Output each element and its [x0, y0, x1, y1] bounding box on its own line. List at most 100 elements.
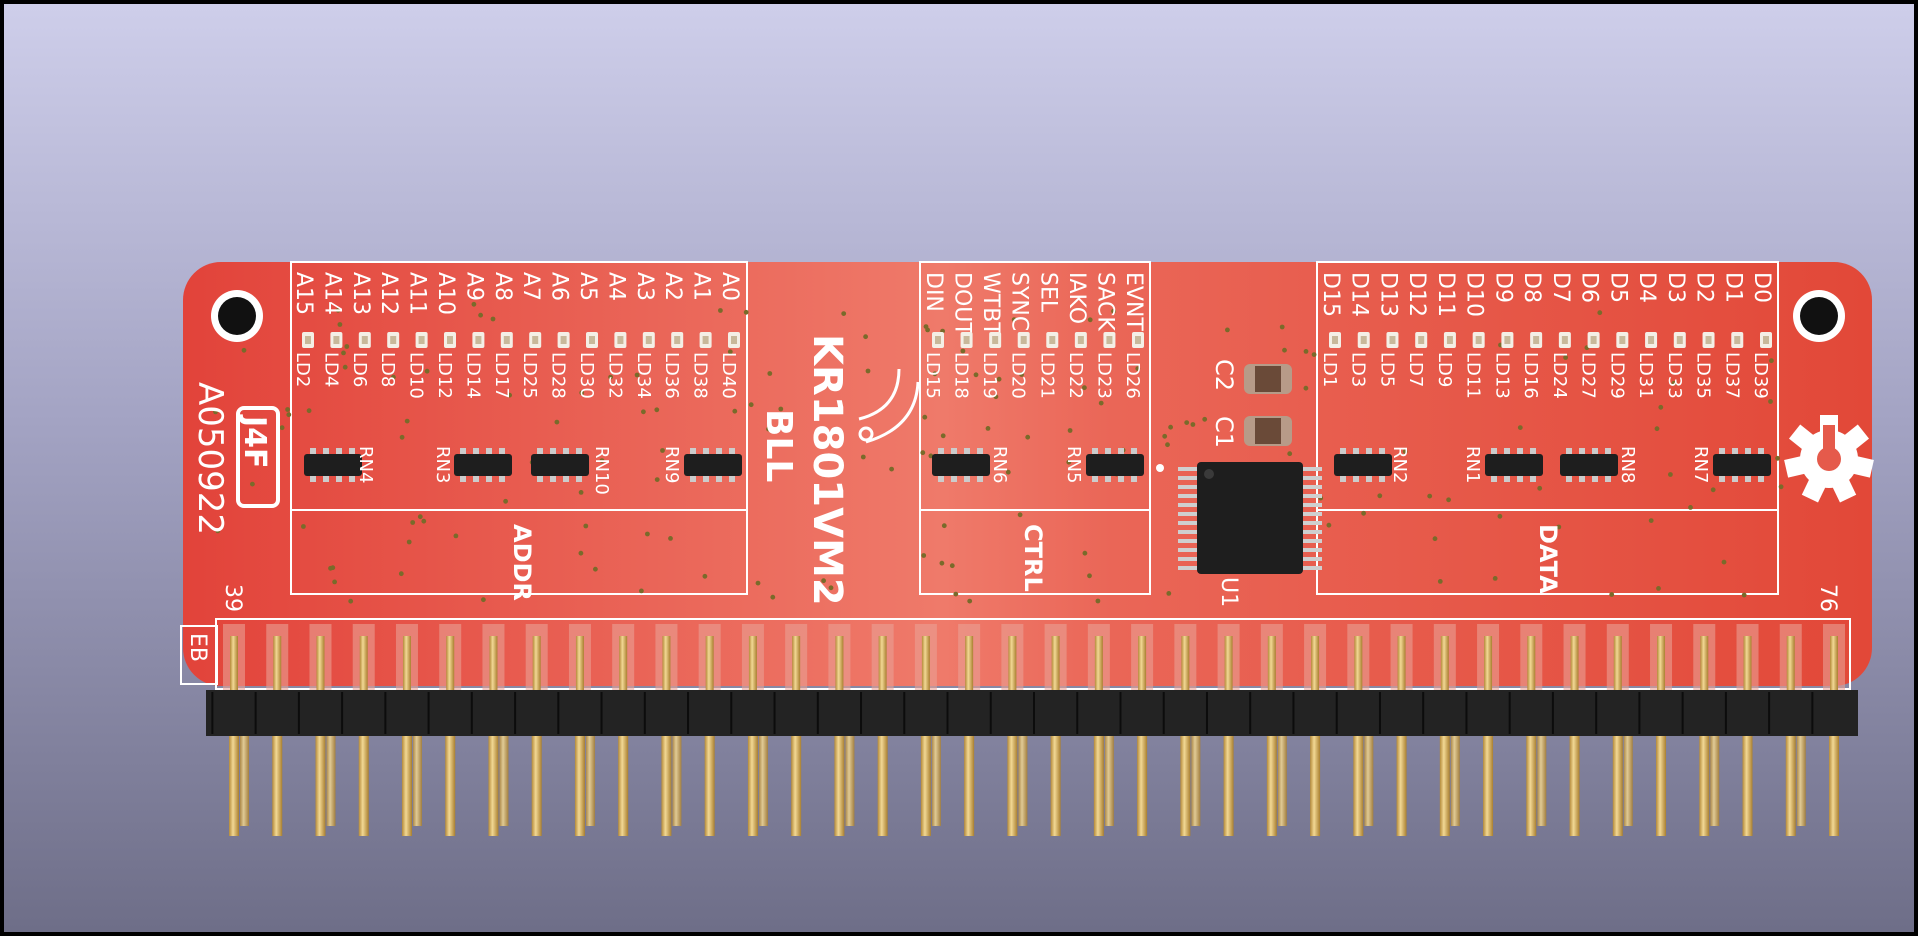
resistor-network-label: RN7: [1690, 446, 1711, 483]
header-pin: [315, 736, 326, 836]
pin-number-first: 39: [220, 584, 245, 612]
led-label: LD40: [718, 352, 739, 399]
data-signal-label: D12: [1404, 272, 1429, 317]
header-pin: [661, 736, 672, 836]
board-title: KR1801VM2: [804, 334, 850, 606]
header-pin: [964, 736, 975, 836]
svg-text:J4F: J4F: [237, 414, 272, 469]
led-label: LD34: [633, 352, 654, 399]
resistor-network-label: RN2: [1389, 446, 1410, 483]
data-signal-label: D11: [1433, 272, 1458, 317]
addr-signal-label: A5: [575, 272, 600, 301]
led-label: LD29: [1606, 352, 1627, 399]
header-pin: [1137, 736, 1148, 836]
capacitor-c1: [1244, 416, 1292, 446]
resistor-network: [1485, 454, 1543, 476]
led-label: LD31: [1635, 352, 1656, 399]
j4f-logo-icon: J4F: [236, 406, 280, 508]
addr-signal-label: A6: [547, 272, 572, 301]
led-label: LD22: [1065, 352, 1086, 399]
resistor-network-label: RN6: [989, 446, 1010, 483]
ctrl-signal-label: SEL: [1035, 272, 1060, 313]
header-pin: [401, 736, 412, 836]
data-signal-label: D6: [1577, 272, 1602, 303]
led-label: LD10: [406, 352, 427, 399]
led-label: LD11: [1463, 352, 1484, 399]
header-pin: [272, 736, 283, 836]
header-pin: [1093, 736, 1104, 836]
data-signal-label: D13: [1375, 272, 1400, 317]
ctrl-signal-label: IAKO: [1064, 272, 1089, 324]
header-pin: [1656, 736, 1667, 836]
led-label: LD12: [434, 352, 455, 399]
header-pin: [1742, 736, 1753, 836]
data-signal-label: D9: [1490, 272, 1515, 303]
addr-signal-label: A3: [632, 272, 657, 301]
header-pin: [1353, 736, 1364, 836]
resistor-network: [1560, 454, 1618, 476]
led-label: LD32: [604, 352, 625, 399]
data-signal-label: D1: [1720, 272, 1745, 303]
resistor-network: [1086, 454, 1144, 476]
c2-label: C2: [1210, 359, 1238, 391]
data-signal-label: D10: [1462, 272, 1487, 317]
header-pin: [834, 736, 845, 836]
header-pin: [229, 736, 239, 836]
led-label: LD2: [292, 352, 313, 387]
header-pin: [1612, 736, 1623, 836]
addr-signal-label: A8: [490, 272, 515, 301]
led-label: LD38: [690, 352, 711, 399]
header-pin: [1266, 736, 1277, 836]
header-pin: [1180, 736, 1191, 836]
board-subtitle: BLL: [758, 409, 799, 482]
header-pin: [618, 736, 629, 836]
addr-signal-label: A11: [405, 272, 430, 315]
ctrl-signal-label: EVNT: [1121, 272, 1146, 331]
header-pin: [877, 736, 888, 836]
resistor-network-label: RN3: [432, 446, 453, 483]
ctrl-signal-label: SACK: [1092, 272, 1117, 331]
swirl-logo-icon: [858, 368, 920, 444]
edge-label: EB: [185, 633, 210, 662]
addr-signal-label: A9: [461, 272, 486, 301]
header-pin: [920, 736, 931, 836]
header-pin: [445, 736, 456, 836]
resistor-network-label: RN5: [1063, 446, 1084, 483]
led-label: LD20: [1008, 352, 1029, 399]
led-label: LD14: [462, 352, 483, 399]
header-pin: [1569, 736, 1580, 836]
ctrl-signal-label: SYNC: [1007, 272, 1032, 331]
led-label: LD18: [951, 352, 972, 399]
led-label: LD15: [922, 352, 943, 399]
led-label: LD26: [1122, 352, 1143, 399]
resistor-network-label: RN1: [1462, 446, 1483, 483]
pcb-board: [183, 262, 1872, 686]
data-signal-label: D7: [1548, 272, 1573, 303]
led-label: LD36: [661, 352, 682, 399]
addr-signal-label: A7: [518, 272, 543, 301]
led-label: LD1: [1319, 352, 1340, 387]
addr-signal-label: A12: [376, 272, 401, 315]
header-pin: [1699, 736, 1710, 836]
led-label: LD24: [1549, 352, 1570, 399]
led-label: LD19: [979, 352, 1000, 399]
header-pin: [1223, 736, 1234, 836]
resistor-network: [1713, 454, 1771, 476]
header-pin: [1439, 736, 1450, 836]
resistor-network-label: RN9: [661, 446, 682, 483]
header-pin: [488, 736, 499, 836]
led-label: LD8: [377, 352, 398, 387]
ctrl-section-box: [919, 261, 1151, 595]
led-label: LD16: [1520, 352, 1541, 399]
resistor-network-label: RN4: [355, 446, 376, 483]
header-pin: [1526, 736, 1537, 836]
gear-icon: [1784, 415, 1874, 503]
data-signal-label: D15: [1318, 272, 1343, 317]
addr-signal-label: A4: [603, 272, 628, 301]
data-signal-label: D0: [1749, 272, 1774, 303]
led-label: LD4: [320, 352, 341, 387]
led-label: LD39: [1750, 352, 1771, 399]
addr-section-box: [290, 261, 748, 595]
